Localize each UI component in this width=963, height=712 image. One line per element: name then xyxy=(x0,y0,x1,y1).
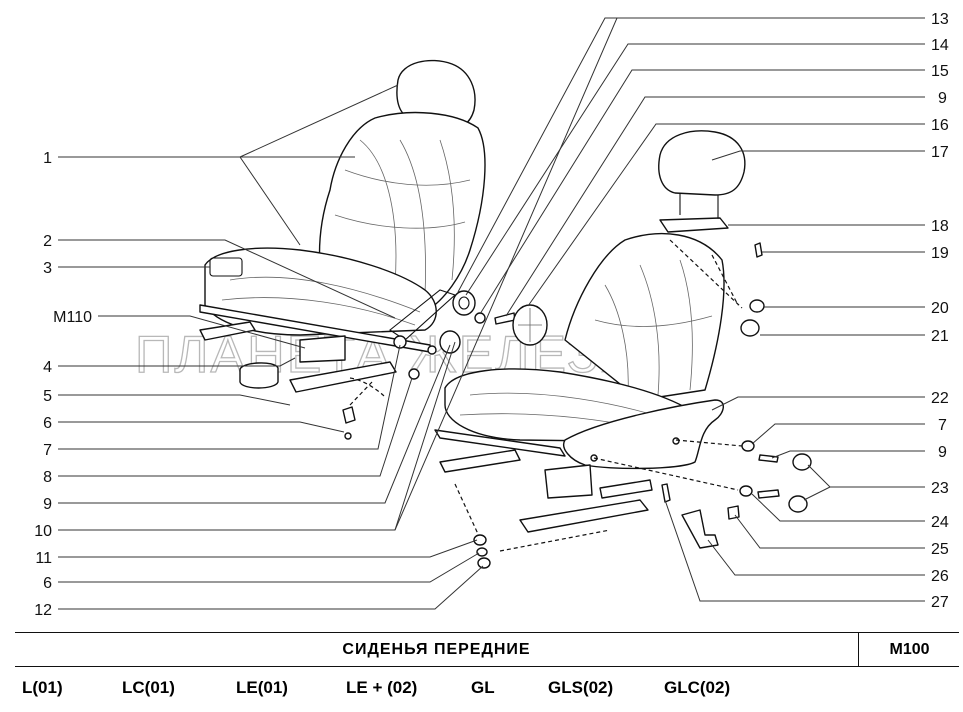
callout-label: 3 xyxy=(43,260,52,277)
callout-label: 6 xyxy=(43,415,52,432)
callout-label: 25 xyxy=(931,541,949,558)
diagram-code: M100 xyxy=(889,641,930,658)
callout-label: 5 xyxy=(43,388,52,405)
callout-label: 12 xyxy=(34,602,52,619)
callout-label: 18 xyxy=(931,218,949,235)
callout-label: 22 xyxy=(931,390,949,407)
hardware-parts xyxy=(349,290,611,552)
right-seat xyxy=(434,130,812,569)
callout-label: 10 xyxy=(34,523,52,540)
variant-label: GLS(02) xyxy=(548,678,614,697)
callout-label: 9 xyxy=(43,496,52,513)
variant-label: LC(01) xyxy=(122,678,175,697)
callout-label: 16 xyxy=(931,117,949,134)
leader-lines xyxy=(58,17,925,610)
title-block: СИДЕНЬЯ ПЕРЕДНИЕ M100 xyxy=(15,632,959,667)
diagram-title: СИДЕНЬЯ ПЕРЕДНИЕ xyxy=(15,633,859,666)
callout-label: 20 xyxy=(931,300,949,317)
variant-label: L(01) xyxy=(22,678,63,697)
callout-label: 9 xyxy=(938,90,947,107)
callout-label: 7 xyxy=(43,442,52,459)
seat-diagram: ПЛАНЕТА ЖЕЛЕЗЯКА xyxy=(34,11,949,619)
left-seat xyxy=(199,59,486,440)
callout-label: 14 xyxy=(931,37,949,54)
model-variants: L(01) LC(01) LE(01) LE + (02) GL GLS(02)… xyxy=(0,678,963,708)
variant-label: LE(01) xyxy=(236,678,288,697)
callout-label: 13 xyxy=(931,11,949,28)
callout-label: 4 xyxy=(43,359,52,376)
callout-label: 7 xyxy=(938,417,947,434)
callout-label: 2 xyxy=(43,233,52,250)
labels-right: 13 14 15 9 16 17 18 19 20 21 22 7 9 23 2… xyxy=(931,11,949,611)
callout-label: 1 xyxy=(43,150,52,167)
variant-label: LE + (02) xyxy=(346,678,418,697)
callout-label: 11 xyxy=(35,550,52,567)
callout-label: 15 xyxy=(931,63,949,80)
callout-label: 8 xyxy=(43,469,52,486)
callout-label: 17 xyxy=(931,144,949,161)
variant-label: GLC(02) xyxy=(664,678,731,697)
callout-label: 23 xyxy=(931,480,949,497)
callout-label: 24 xyxy=(931,514,949,531)
callout-label: M110 xyxy=(53,309,92,326)
callout-label: 21 xyxy=(931,328,949,345)
callout-label: 19 xyxy=(931,245,949,262)
callout-label: 27 xyxy=(931,594,949,611)
callout-label: 26 xyxy=(931,568,949,585)
callout-label: 6 xyxy=(43,575,52,592)
variant-label: GL xyxy=(471,678,495,697)
labels-left: 1 2 3 M110 4 5 6 7 8 9 10 11 6 12 xyxy=(34,150,92,619)
callout-label: 9 xyxy=(938,444,947,461)
